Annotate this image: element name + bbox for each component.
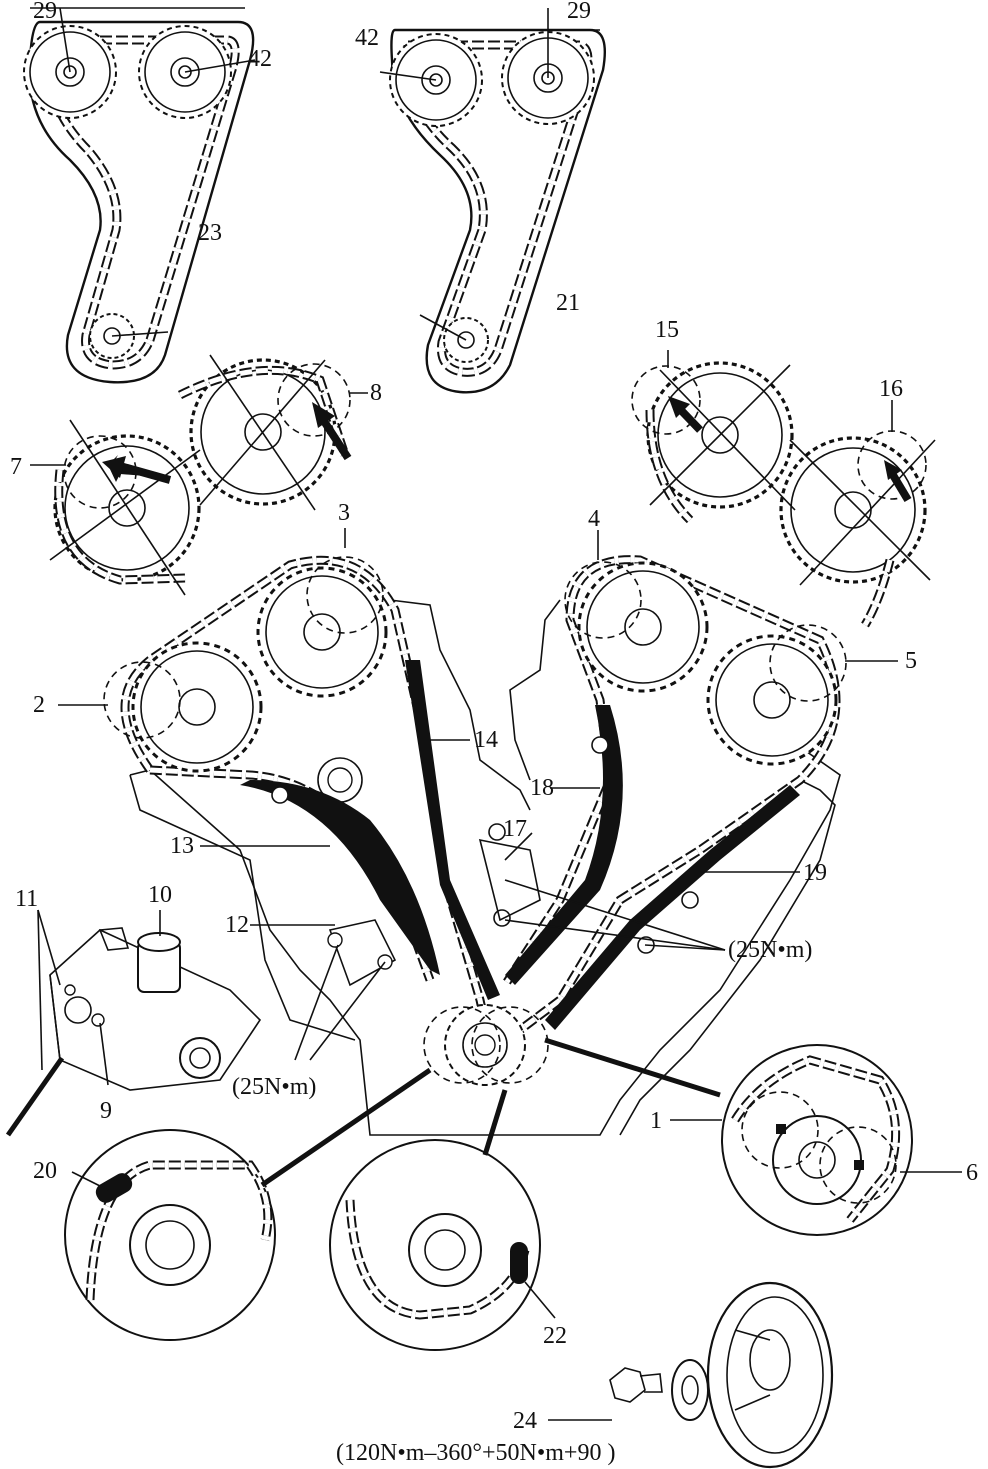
label-19: 19: [803, 860, 827, 886]
label-29-left: 29: [33, 0, 57, 24]
label-42-right: 42: [355, 25, 379, 51]
torque-25-left: (25N•m): [232, 1074, 316, 1100]
engine-block: [129, 599, 841, 1136]
detail-right-cams: [631, 361, 936, 628]
label-17: 17: [503, 816, 527, 842]
label-9: 9: [100, 1098, 112, 1124]
label-29-right: 29: [567, 0, 591, 24]
label-42-left: 42: [248, 46, 272, 72]
tensioner-assembly: [5, 927, 262, 1137]
detail-sprocket-20: [64, 1067, 432, 1341]
crank-pulley: [609, 1281, 834, 1469]
label-12: 12: [225, 912, 249, 938]
label-16: 16: [879, 376, 903, 402]
label-21: 21: [556, 290, 580, 316]
label-1: 1: [650, 1108, 662, 1134]
detail-left-cams: [49, 354, 352, 596]
main-chain-drive: [103, 555, 847, 1086]
label-18: 18: [530, 775, 554, 801]
label-2: 2: [33, 692, 45, 718]
part-labels: 29 29 42 42 23 21 15 16 8 7 3 4 5 2 14 1…: [10, 0, 978, 1466]
label-4: 4: [588, 506, 600, 532]
label-8: 8: [370, 380, 382, 406]
label-15: 15: [655, 317, 679, 343]
label-22: 22: [543, 1323, 567, 1349]
inset-chain-21: [379, 8, 607, 394]
detail-sprocket-6: [544, 1037, 913, 1236]
detail-sprocket-22: [329, 1089, 541, 1351]
label-23: 23: [198, 220, 222, 246]
label-20: 20: [33, 1158, 57, 1184]
inset-chain-23: [23, 7, 256, 384]
label-3: 3: [338, 500, 350, 526]
leader-lines: [30, 350, 962, 1421]
label-5: 5: [905, 648, 917, 674]
label-14: 14: [474, 727, 498, 753]
label-7: 7: [10, 454, 22, 480]
torque-25-right: (25N•m): [728, 937, 812, 963]
label-6: 6: [966, 1160, 978, 1186]
torque-bolt-24: (120N•m–360°+50N•m+90 ): [336, 1440, 615, 1466]
label-11: 11: [15, 886, 38, 912]
label-13: 13: [170, 833, 194, 859]
label-10: 10: [148, 882, 172, 908]
label-24: 24: [513, 1408, 537, 1434]
